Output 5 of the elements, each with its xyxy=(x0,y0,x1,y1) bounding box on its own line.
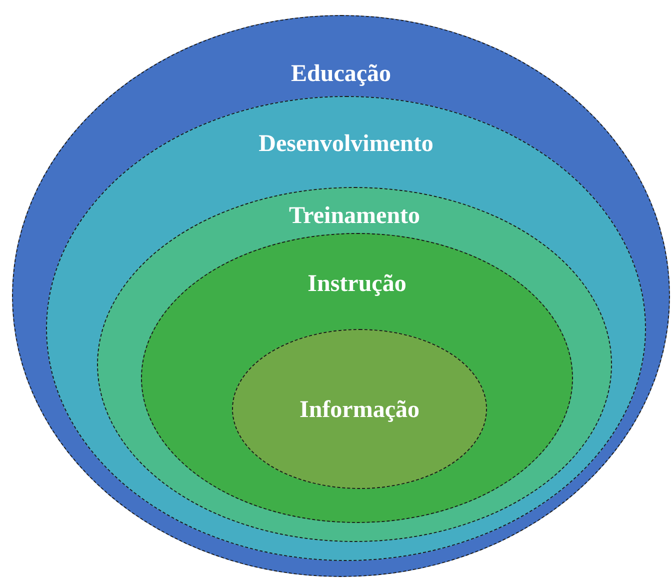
region-label: Desenvolvimento xyxy=(258,130,434,158)
region-label: Instrução xyxy=(308,270,406,298)
region-label: Educação xyxy=(290,60,391,88)
region-label: Informação xyxy=(300,396,420,424)
region-label: Treinamento xyxy=(288,202,420,230)
